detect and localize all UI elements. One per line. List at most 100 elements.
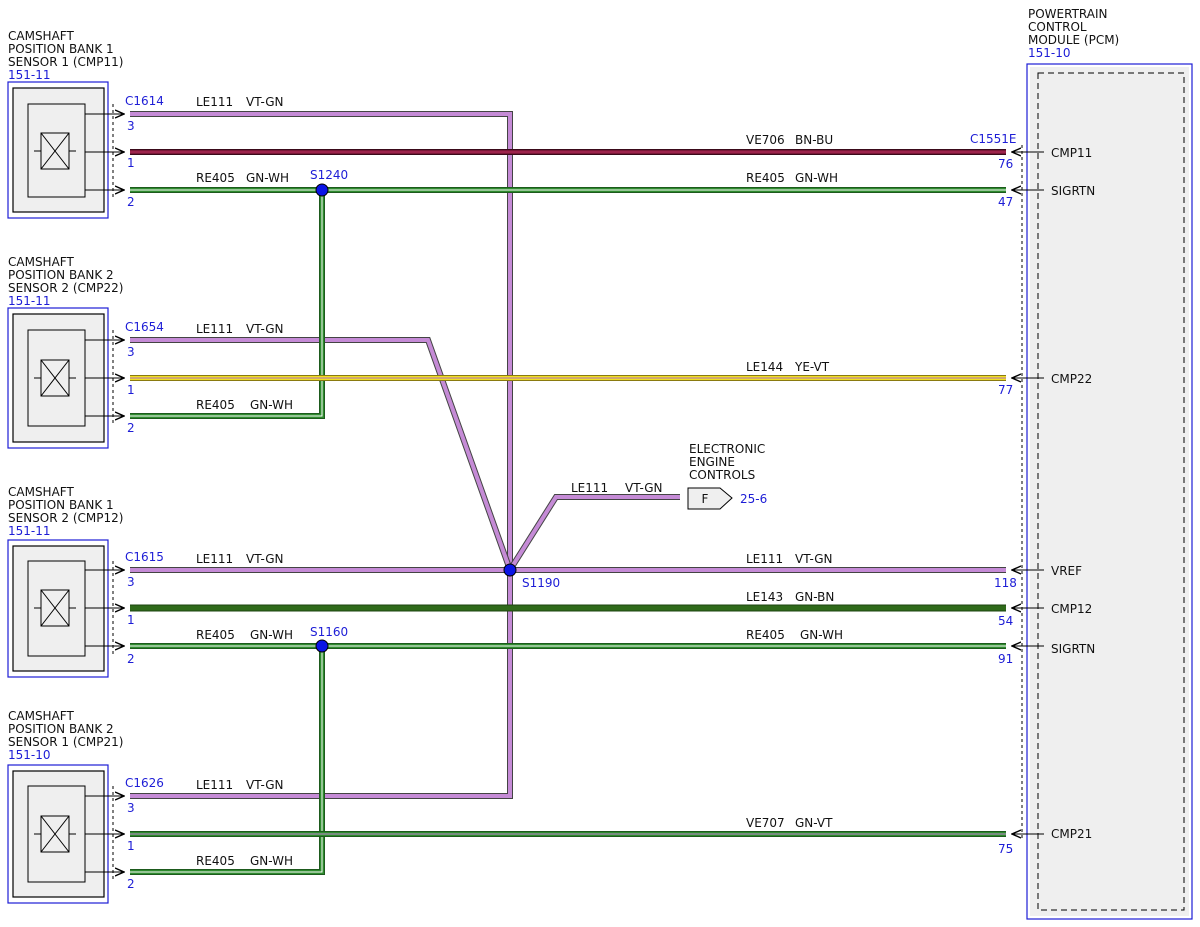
sensor-title-line: POSITION BANK 1: [8, 498, 114, 512]
pin-number: 54: [998, 614, 1013, 628]
hall-sensor-icon: [34, 132, 76, 170]
sensor-cmp11: CAMSHAFT POSITION BANK 1 SENSOR 1 (CMP11…: [7, 29, 164, 219]
pin-name: SIGRTN: [1051, 642, 1095, 656]
wire-le111-s1190-to-eec: [507, 494, 680, 572]
wire-le111-c1654-to-s1190: [130, 337, 513, 572]
pin-name: CMP11: [1051, 146, 1092, 160]
wire-color-label: GN-WH: [250, 628, 293, 642]
wire-color-label: VT-GN: [246, 778, 283, 792]
off-page-connector-icon[interactable]: F: [687, 487, 733, 510]
sensor-ref-link[interactable]: 151-10: [8, 748, 51, 762]
circuit-label: LE111: [571, 481, 608, 495]
pcm-title-line: POWERTRAIN: [1028, 7, 1108, 21]
eec-title-line: ELECTRONIC: [689, 442, 765, 456]
pin-number: 47: [998, 195, 1013, 209]
pin-number: 2: [127, 877, 135, 891]
sensor-title-line: POSITION BANK 1: [8, 42, 114, 56]
wire-color-label: VT-GN: [246, 95, 283, 109]
circuit-label: RE405: [196, 854, 235, 868]
pcm-pin-cmp21: 75 CMP21: [998, 827, 1092, 856]
sensor-title-line: SENSOR 1 (CMP11): [8, 55, 123, 69]
sensor-ref-link[interactable]: 151-11: [8, 294, 51, 308]
splice-label: S1160: [310, 625, 348, 639]
pin-number: 1: [127, 156, 135, 170]
splice-dot: [503, 563, 517, 577]
pcm-module: POWERTRAIN CONTROL MODULE (PCM) 151-10 C…: [970, 7, 1193, 920]
wire-re405-s1160-network: [130, 643, 1006, 875]
hall-sensor-icon: [34, 359, 76, 397]
sensor-title-line: CAMSHAFT: [8, 485, 74, 499]
sensor-title-line: SENSOR 2 (CMP12): [8, 511, 123, 525]
pcm-pin-sigrtn-47: 47 SIGRTN: [998, 184, 1095, 209]
splice-dot: [315, 639, 329, 653]
circuit-label: LE143: [746, 590, 783, 604]
pin-name: CMP21: [1051, 827, 1092, 841]
sensor-body: [12, 87, 105, 213]
wire-color-label: YE-VT: [794, 360, 830, 374]
pcm-pin-sigrtn-91: 91 SIGRTN: [998, 642, 1095, 666]
sensor-title-line: CAMSHAFT: [8, 709, 74, 723]
pin-number: 1: [127, 383, 135, 397]
pin-name: CMP12: [1051, 602, 1092, 616]
off-page-letter: F: [702, 492, 709, 506]
circuit-label: LE111: [196, 552, 233, 566]
pcm-pin-cmp11: 76 CMP11: [998, 146, 1092, 171]
connector-label[interactable]: C1615: [125, 550, 164, 564]
circuit-label: LE144: [746, 360, 783, 374]
wire-color-label: GN-WH: [250, 398, 293, 412]
wire-labels: LE111 VT-GN VE706 BN-BU RE405 GN-WH RE40…: [196, 95, 843, 868]
pin-number: 76: [998, 157, 1013, 171]
pcm-outline: [1026, 63, 1193, 920]
wire-color-label: VT-GN: [795, 552, 832, 566]
sensor-outline: [7, 81, 109, 219]
connector-label[interactable]: C1626: [125, 776, 164, 790]
pin-number: 3: [127, 801, 135, 815]
pin-number: 3: [127, 119, 135, 133]
pin-number: 77: [998, 383, 1013, 397]
circuit-label: RE405: [196, 171, 235, 185]
sensor-title-line: SENSOR 2 (CMP22): [8, 281, 123, 295]
circuit-label: RE405: [746, 171, 785, 185]
pin-number: 91: [998, 652, 1013, 666]
pcm-pin-cmp22: 77 CMP22: [998, 372, 1092, 397]
wire-color-label: GN-WH: [246, 171, 289, 185]
pcm-ref-link[interactable]: 151-10: [1028, 46, 1071, 60]
wire-re405-s1240-network: [130, 187, 1006, 419]
eec-reference: ELECTRONIC ENGINE CONTROLS F 25-6: [687, 442, 767, 510]
pin-name: SIGRTN: [1051, 184, 1095, 198]
splice-label: S1190: [522, 576, 560, 590]
pin-number: 118: [994, 576, 1017, 590]
sensor-title-line: CAMSHAFT: [8, 255, 74, 269]
sensor-title-line: POSITION BANK 2: [8, 722, 114, 736]
pcm-title-line: MODULE (PCM): [1028, 33, 1119, 47]
sensor-cmp12: CAMSHAFT POSITION BANK 1 SENSOR 2 (CMP12…: [7, 485, 164, 678]
splice-s1190[interactable]: S1190: [503, 563, 560, 590]
wire-color-label: BN-BU: [795, 133, 833, 147]
sensor-title-line: SENSOR 1 (CMP21): [8, 735, 123, 749]
wire-color-label: VT-GN: [246, 322, 283, 336]
circuit-label: RE405: [746, 628, 785, 642]
eec-title-line: ENGINE: [689, 455, 735, 469]
connector-label[interactable]: C1614: [125, 94, 164, 108]
circuit-label: VE707: [746, 816, 785, 830]
circuit-label: RE405: [196, 628, 235, 642]
splice-s1160[interactable]: S1160: [310, 625, 348, 653]
hall-sensor-icon: [34, 815, 76, 853]
hall-sensor-icon: [34, 589, 76, 627]
eec-ref-link[interactable]: 25-6: [740, 492, 767, 506]
sensor-ref-link[interactable]: 151-11: [8, 68, 51, 82]
pcm-pin-vref: 118 VREF: [994, 564, 1082, 590]
pin-number: 2: [127, 195, 135, 209]
connector-label[interactable]: C1654: [125, 320, 164, 334]
connector-label[interactable]: C1551E: [970, 132, 1017, 146]
splice-s1240[interactable]: S1240: [310, 168, 348, 197]
pcm-body: [1030, 67, 1189, 916]
pin-number: 3: [127, 345, 135, 359]
sensor-title-line: CAMSHAFT: [8, 29, 74, 43]
wire-color-label: GN-WH: [795, 171, 838, 185]
circuit-label: VE706: [746, 133, 785, 147]
wire-color-label: GN-WH: [800, 628, 843, 642]
pin-number: 3: [127, 575, 135, 589]
sensor-ref-link[interactable]: 151-11: [8, 524, 51, 538]
splice-label: S1240: [310, 168, 348, 182]
